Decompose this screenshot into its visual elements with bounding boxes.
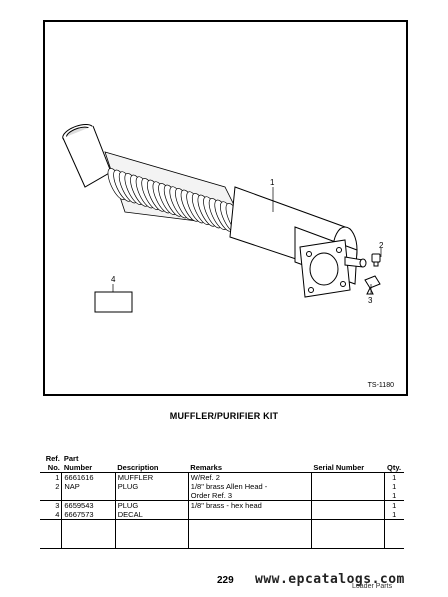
- cell-serial: [310, 510, 385, 520]
- header-no: No.: [40, 463, 62, 473]
- footer-subtitle: Loader Parts: [352, 583, 393, 590]
- cell-remarks: W/Ref. 2: [187, 472, 312, 482]
- plug-allen-head: [371, 253, 381, 267]
- header-part: Part: [63, 454, 79, 463]
- table-row: Order Ref. 3 1: [40, 491, 404, 501]
- flex-bellows: [104, 151, 246, 235]
- callout-2: 2: [379, 241, 384, 250]
- cell-qty: 1: [383, 472, 404, 482]
- cell-serial: [310, 500, 385, 510]
- cell-desc: MUFFLER: [114, 472, 189, 482]
- header-qty: Qty.: [384, 463, 404, 473]
- figure-code: TS-1180: [367, 382, 394, 389]
- table-row: 3 6659543 PLUG 1/8" brass - hex head 1: [40, 500, 404, 510]
- table-row: 1 6661616 MUFFLER W/Ref. 2 1: [40, 472, 404, 482]
- header-row-2: No. Number Description Remarks Serial Nu…: [40, 463, 404, 473]
- cell-remarks: Order Ref. 3: [187, 491, 312, 501]
- page-number: 229: [217, 575, 234, 586]
- outlet-flange: [299, 239, 351, 298]
- callout-1: 1: [270, 178, 275, 187]
- cell-part: [61, 491, 116, 501]
- decal-rectangle: [94, 291, 133, 313]
- cell-part: NAP: [61, 482, 116, 491]
- cell-ref: 1: [55, 473, 60, 482]
- cell-desc: [114, 491, 189, 501]
- plug-hex-head: [364, 275, 381, 295]
- header-remarks: Remarks: [188, 463, 312, 473]
- cell-remarks: 1/8" brass - hex head: [187, 500, 312, 510]
- cell-serial: [310, 482, 385, 491]
- figure-caption: MUFFLER/PURIFIER KIT: [169, 411, 279, 421]
- cell-desc: PLUG: [114, 500, 189, 510]
- header-ref: Ref.: [45, 454, 60, 463]
- parts-table: Ref. Part No. Number Description Remarks…: [40, 454, 404, 549]
- cell-ref: 4: [40, 510, 62, 520]
- cell-qty: 1: [383, 510, 404, 520]
- cell-qty: 1: [383, 500, 404, 510]
- cell-desc: DECAL: [114, 510, 189, 520]
- cell-ref: 2: [55, 482, 60, 491]
- watermark: www.epcatalogs.com: [255, 572, 405, 587]
- cell-part: 6661616: [61, 472, 116, 482]
- cell-serial: [310, 472, 385, 482]
- callout-3: 3: [368, 296, 373, 305]
- table-row: 2 NAP PLUG 1/8" brass Allen Head - 1: [40, 482, 404, 491]
- header-description: Description: [115, 463, 189, 473]
- cell-serial: [310, 491, 385, 501]
- cell-desc: PLUG: [114, 482, 189, 491]
- muffler-exploded-drawing: 1 2 3 4: [62, 123, 384, 313]
- header-serial-number: Serial Number: [311, 463, 385, 473]
- cell-part: 6667573: [61, 510, 116, 520]
- table-row: 4 6667573 DECAL 1: [40, 510, 404, 520]
- header-number: Number: [61, 463, 116, 473]
- header-row-1: Ref. Part: [40, 454, 404, 463]
- cell-ref: 3: [55, 501, 60, 510]
- cell-ref: [40, 491, 62, 501]
- cell-remarks: [187, 510, 312, 520]
- callout-4: 4: [111, 275, 116, 284]
- illustration-frame: 1 2 3 4 TS-1180: [43, 20, 408, 396]
- cell-part: 6659543: [61, 500, 116, 510]
- cell-qty: 1: [383, 491, 404, 501]
- cell-qty: 1: [383, 482, 404, 491]
- side-pipe: [344, 256, 367, 268]
- cell-remarks: 1/8" brass Allen Head -: [187, 482, 312, 491]
- table-row-empty: [40, 519, 404, 549]
- inlet-pipe: [62, 123, 112, 188]
